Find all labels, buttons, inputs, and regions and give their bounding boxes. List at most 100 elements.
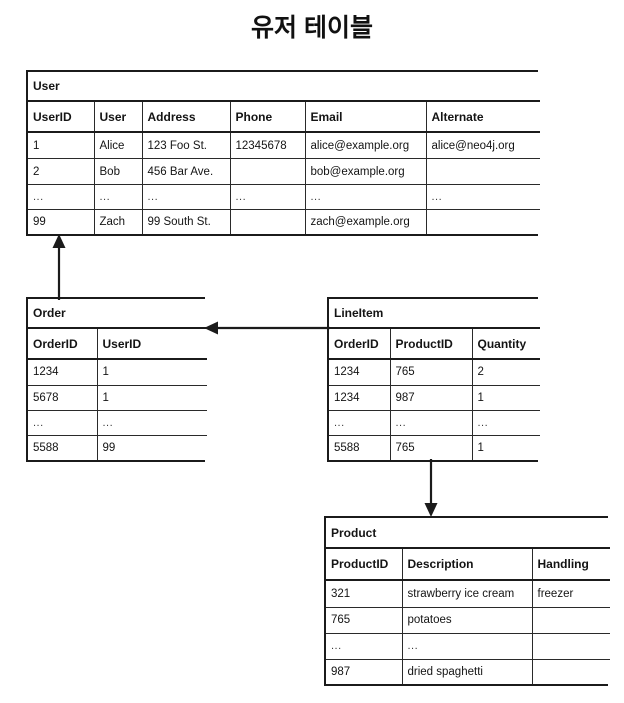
table-row: 2 Bob 456 Bar Ave. bob@example.org bbox=[28, 158, 541, 185]
cell: 2 bbox=[471, 358, 540, 386]
table-user-title-row: User bbox=[28, 72, 541, 103]
table-row: ... ... ... bbox=[329, 409, 540, 436]
cell: 99 South St. bbox=[141, 209, 231, 234]
table-row: 321 strawberry ice cream freezer bbox=[326, 579, 611, 607]
column-header: ProductID bbox=[389, 328, 473, 361]
table-row: 1234 765 2 bbox=[329, 358, 540, 386]
cell bbox=[229, 209, 306, 234]
column-header: Alternate bbox=[425, 101, 541, 134]
cell: 1 bbox=[96, 358, 207, 386]
column-header: ProductID bbox=[326, 548, 403, 581]
table-product-title-row: Product bbox=[326, 518, 611, 549]
cell: alice@neo4j.org bbox=[425, 131, 541, 159]
cell: 987 bbox=[326, 658, 403, 684]
table-order-grid: Order OrderID UserID 1234 1 5678 1 ... .… bbox=[28, 299, 207, 460]
cell: 1 bbox=[96, 384, 207, 411]
table-row: 1234 987 1 bbox=[329, 384, 540, 411]
table-row: 1234 1 bbox=[28, 358, 207, 386]
table-row: 1 Alice 123 Foo St. 12345678 alice@examp… bbox=[28, 131, 541, 159]
table-order-name: Order bbox=[28, 299, 207, 330]
cell: 5678 bbox=[28, 384, 98, 411]
column-header: Description bbox=[401, 548, 533, 581]
cell: strawberry ice cream bbox=[401, 579, 533, 607]
table-row: ... ... bbox=[28, 409, 207, 436]
cell: ... bbox=[304, 183, 427, 210]
cell: ... bbox=[389, 409, 473, 436]
table-lineitem-header-row: OrderID ProductID Quantity bbox=[329, 328, 540, 361]
column-header: User bbox=[93, 101, 143, 134]
table-row: 5678 1 bbox=[28, 384, 207, 411]
table-user-grid: User UserID User Address Phone Email Alt… bbox=[28, 72, 541, 234]
cell: 123 Foo St. bbox=[141, 131, 231, 159]
cell: potatoes bbox=[401, 606, 533, 633]
table-product-name: Product bbox=[326, 518, 611, 549]
cell bbox=[229, 158, 306, 185]
table-user-name: User bbox=[28, 72, 541, 103]
cell bbox=[531, 632, 611, 659]
table-row: 5588 99 bbox=[28, 435, 207, 460]
cell: bob@example.org bbox=[304, 158, 427, 185]
cell: ... bbox=[401, 632, 533, 659]
column-header: Address bbox=[141, 101, 231, 134]
cell: ... bbox=[329, 409, 391, 436]
cell: ... bbox=[141, 183, 231, 210]
cell: 1234 bbox=[329, 358, 391, 386]
column-header: Email bbox=[304, 101, 427, 134]
cell: dried spaghetti bbox=[401, 658, 533, 684]
cell: ... bbox=[425, 183, 541, 210]
cell: ... bbox=[229, 183, 306, 210]
cell bbox=[531, 606, 611, 633]
table-row: ... ... bbox=[326, 632, 611, 659]
cell bbox=[425, 158, 541, 185]
cell bbox=[531, 658, 611, 684]
cell: Bob bbox=[93, 158, 143, 185]
table-row: 765 potatoes bbox=[326, 606, 611, 633]
cell: 987 bbox=[389, 384, 473, 411]
table-order-title-row: Order bbox=[28, 299, 207, 330]
cell: Alice bbox=[93, 131, 143, 159]
cell: 1 bbox=[471, 384, 540, 411]
connector-lineitem-to-product bbox=[412, 458, 452, 520]
column-header: Quantity bbox=[471, 328, 540, 361]
cell: 99 bbox=[28, 209, 95, 234]
cell: ... bbox=[28, 183, 95, 210]
column-header: OrderID bbox=[28, 328, 98, 361]
cell: 1234 bbox=[329, 384, 391, 411]
table-user-header-row: UserID User Address Phone Email Alternat… bbox=[28, 101, 541, 134]
column-header: OrderID bbox=[329, 328, 391, 361]
cell bbox=[425, 209, 541, 234]
cell: 12345678 bbox=[229, 131, 306, 159]
cell: 2 bbox=[28, 158, 95, 185]
connector-order-to-user bbox=[40, 232, 80, 302]
table-user: User UserID User Address Phone Email Alt… bbox=[26, 70, 541, 236]
cell: freezer bbox=[531, 579, 611, 607]
cell: 5588 bbox=[329, 435, 391, 460]
cell: 1234 bbox=[28, 358, 98, 386]
cell: ... bbox=[326, 632, 403, 659]
cell: 456 Bar Ave. bbox=[141, 158, 231, 185]
connector-lineitem-to-order bbox=[200, 314, 334, 342]
table-row: 987 dried spaghetti bbox=[326, 658, 611, 684]
table-lineitem: LineItem OrderID ProductID Quantity 1234… bbox=[327, 297, 540, 462]
cell: ... bbox=[28, 409, 98, 436]
cell: ... bbox=[471, 409, 540, 436]
cell: alice@example.org bbox=[304, 131, 427, 159]
table-row: 99 Zach 99 South St. zach@example.org bbox=[28, 209, 541, 234]
column-header: Phone bbox=[229, 101, 306, 134]
cell: Zach bbox=[93, 209, 143, 234]
table-order: Order OrderID UserID 1234 1 5678 1 ... .… bbox=[26, 297, 207, 462]
cell: 765 bbox=[389, 435, 473, 460]
cell: ... bbox=[93, 183, 143, 210]
table-row: 5588 765 1 bbox=[329, 435, 540, 460]
page-title: 유저 테이블 bbox=[251, 14, 373, 42]
cell: 1 bbox=[28, 131, 95, 159]
cell: 321 bbox=[326, 579, 403, 607]
table-product-grid: Product ProductID Description Handling 3… bbox=[326, 518, 611, 684]
column-header: UserID bbox=[28, 101, 95, 134]
cell: 765 bbox=[326, 606, 403, 633]
cell: ... bbox=[96, 409, 207, 436]
table-lineitem-name: LineItem bbox=[329, 299, 540, 330]
column-header: Handling bbox=[531, 548, 611, 581]
cell: 99 bbox=[96, 435, 207, 460]
cell: zach@example.org bbox=[304, 209, 427, 234]
